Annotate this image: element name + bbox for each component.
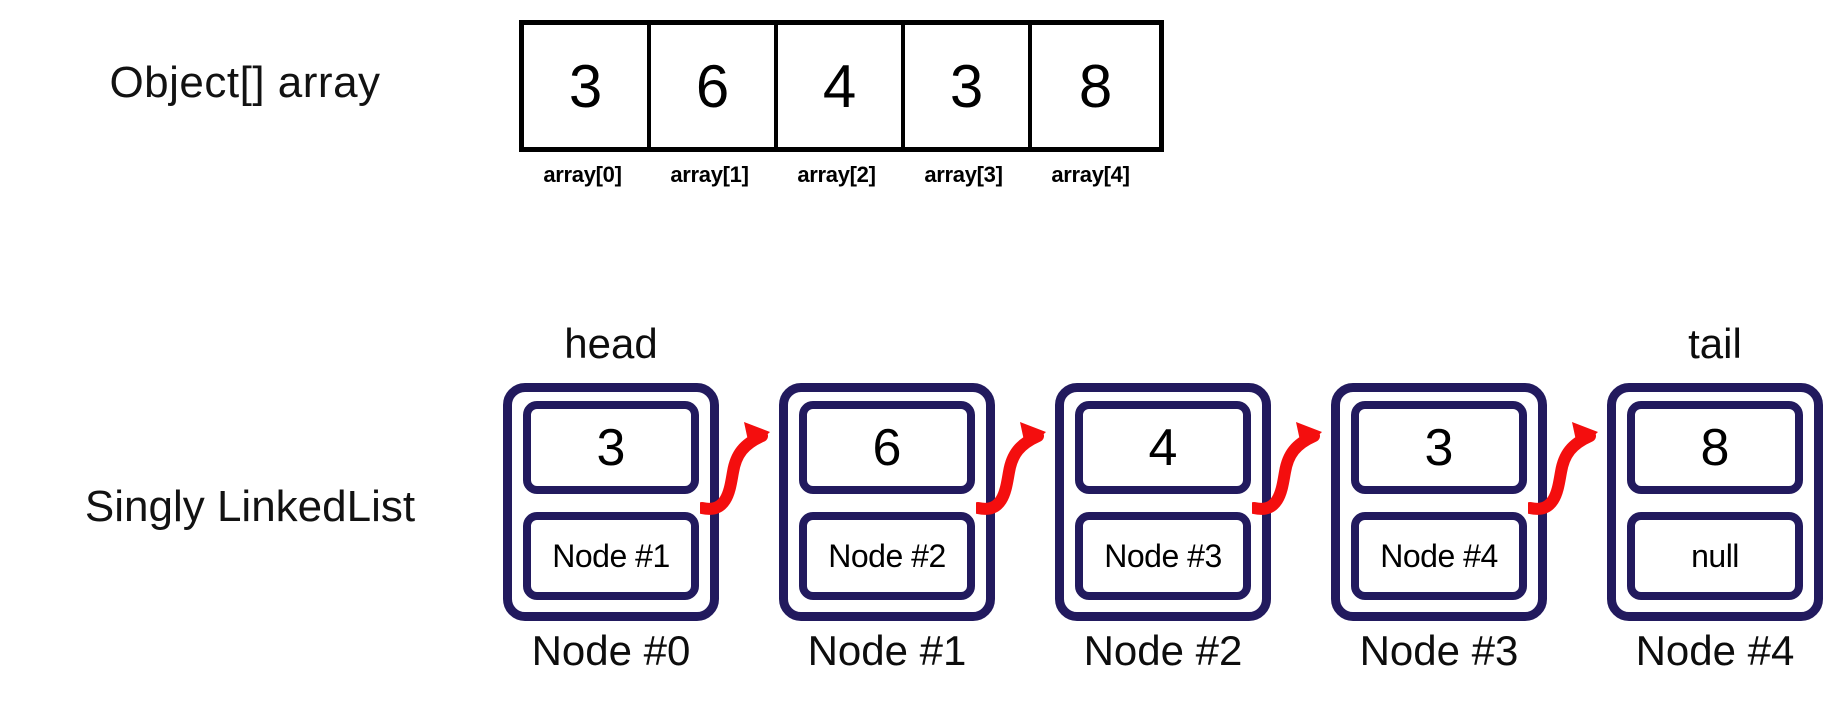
- array-index-label: array[2]: [797, 162, 876, 187]
- list-node: 3 Node #1: [503, 383, 719, 621]
- head-pointer-label: head: [564, 320, 658, 367]
- node-next-pointer: Node #1: [523, 512, 699, 600]
- node-value: 8: [1627, 401, 1803, 494]
- array-table: 3 6 4 3 8: [519, 20, 1164, 152]
- array-index-label: array[1]: [670, 162, 749, 187]
- node-next-pointer: null: [1627, 512, 1803, 600]
- node-value: 4: [1075, 401, 1251, 494]
- array-diagram: Object[] array 3 6 4 3 8 array[0] array[…: [0, 0, 1841, 210]
- array-row-label: Object[] array: [109, 58, 381, 107]
- array-index-label: array[3]: [924, 162, 1003, 187]
- linked-list-diagram: Singly LinkedList head tail 3 Node #1 No…: [0, 300, 1841, 721]
- node-caption: Node #1: [807, 627, 967, 674]
- node-caption: Node #3: [1359, 627, 1519, 674]
- node-value: 3: [1351, 401, 1527, 494]
- list-node: 4 Node #3: [1055, 383, 1271, 621]
- node-next-pointer: Node #4: [1351, 512, 1527, 600]
- node-value: 3: [523, 401, 699, 494]
- array-index-label: array[0]: [543, 162, 622, 187]
- array-cell: 3: [905, 25, 1032, 147]
- node-caption: Node #0: [531, 627, 691, 674]
- node-caption: Node #2: [1083, 627, 1243, 674]
- list-node: 3 Node #4: [1331, 383, 1547, 621]
- node-next-pointer: Node #2: [799, 512, 975, 600]
- array-cell: 8: [1032, 25, 1159, 147]
- linked-list-row-label: Singly LinkedList: [84, 482, 416, 531]
- array-cell: 6: [651, 25, 778, 147]
- list-node: 6 Node #2: [779, 383, 995, 621]
- node-value: 6: [799, 401, 975, 494]
- node-next-pointer: Node #3: [1075, 512, 1251, 600]
- array-cell: 4: [778, 25, 905, 147]
- tail-pointer-label: tail: [1688, 320, 1742, 367]
- list-node: 8 null: [1607, 383, 1823, 621]
- array-index-row: array[0] array[1] array[2] array[3] arra…: [519, 162, 1154, 188]
- array-index-label: array[4]: [1051, 162, 1130, 187]
- array-cell: 3: [524, 25, 651, 147]
- node-caption: Node #4: [1635, 627, 1795, 674]
